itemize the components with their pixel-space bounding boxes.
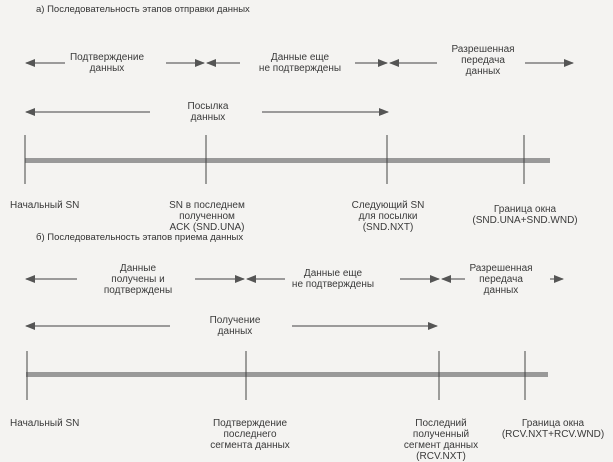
send-zone-acked: Подтверждение данных <box>69 52 145 74</box>
rcv-zone-acked: Данные получены и подтверждены <box>103 263 173 296</box>
rcv-marker-ack: Подтверждение последнего сегмента данных <box>210 418 290 451</box>
send-title: а) Последовательность этапов отправки да… <box>36 4 250 15</box>
rcv-zone-unacked: Данные еще не подтверждены <box>291 268 375 290</box>
send-zone-allowed: Разрешенная передача данных <box>451 44 515 77</box>
diagram-graphics <box>24 59 574 400</box>
receive-title: б) Последовательность этапов приема данн… <box>36 232 244 243</box>
rcv-marker-window: Граница окна (RCV.NXT+RCV.WND) <box>501 418 605 440</box>
send-zone-unacked: Данные еще не подтверждены <box>258 52 342 74</box>
rcv-receiving-label: Получение данных <box>209 315 261 337</box>
send-marker-window: Граница окна (SND.UNA+SND.WND) <box>472 204 578 226</box>
send-marker-nxt: Следующий SN для посылки (SND.NXT) <box>351 200 425 233</box>
rcv-zone-allowed: Разрешенная передача данных <box>469 263 533 296</box>
send-sending-label: Посылка данных <box>187 101 229 123</box>
receive-sequence-bar <box>26 372 548 377</box>
send-marker-start: Начальный SN <box>10 200 80 211</box>
rcv-marker-start: Начальный SN <box>10 418 80 429</box>
rcv-marker-nxt: Последний полученный сегмент данных (RCV… <box>403 418 479 462</box>
send-marker-una: SN в последнем полученном ACK (SND.UNA) <box>169 200 245 233</box>
send-sequence-bar <box>25 158 550 163</box>
